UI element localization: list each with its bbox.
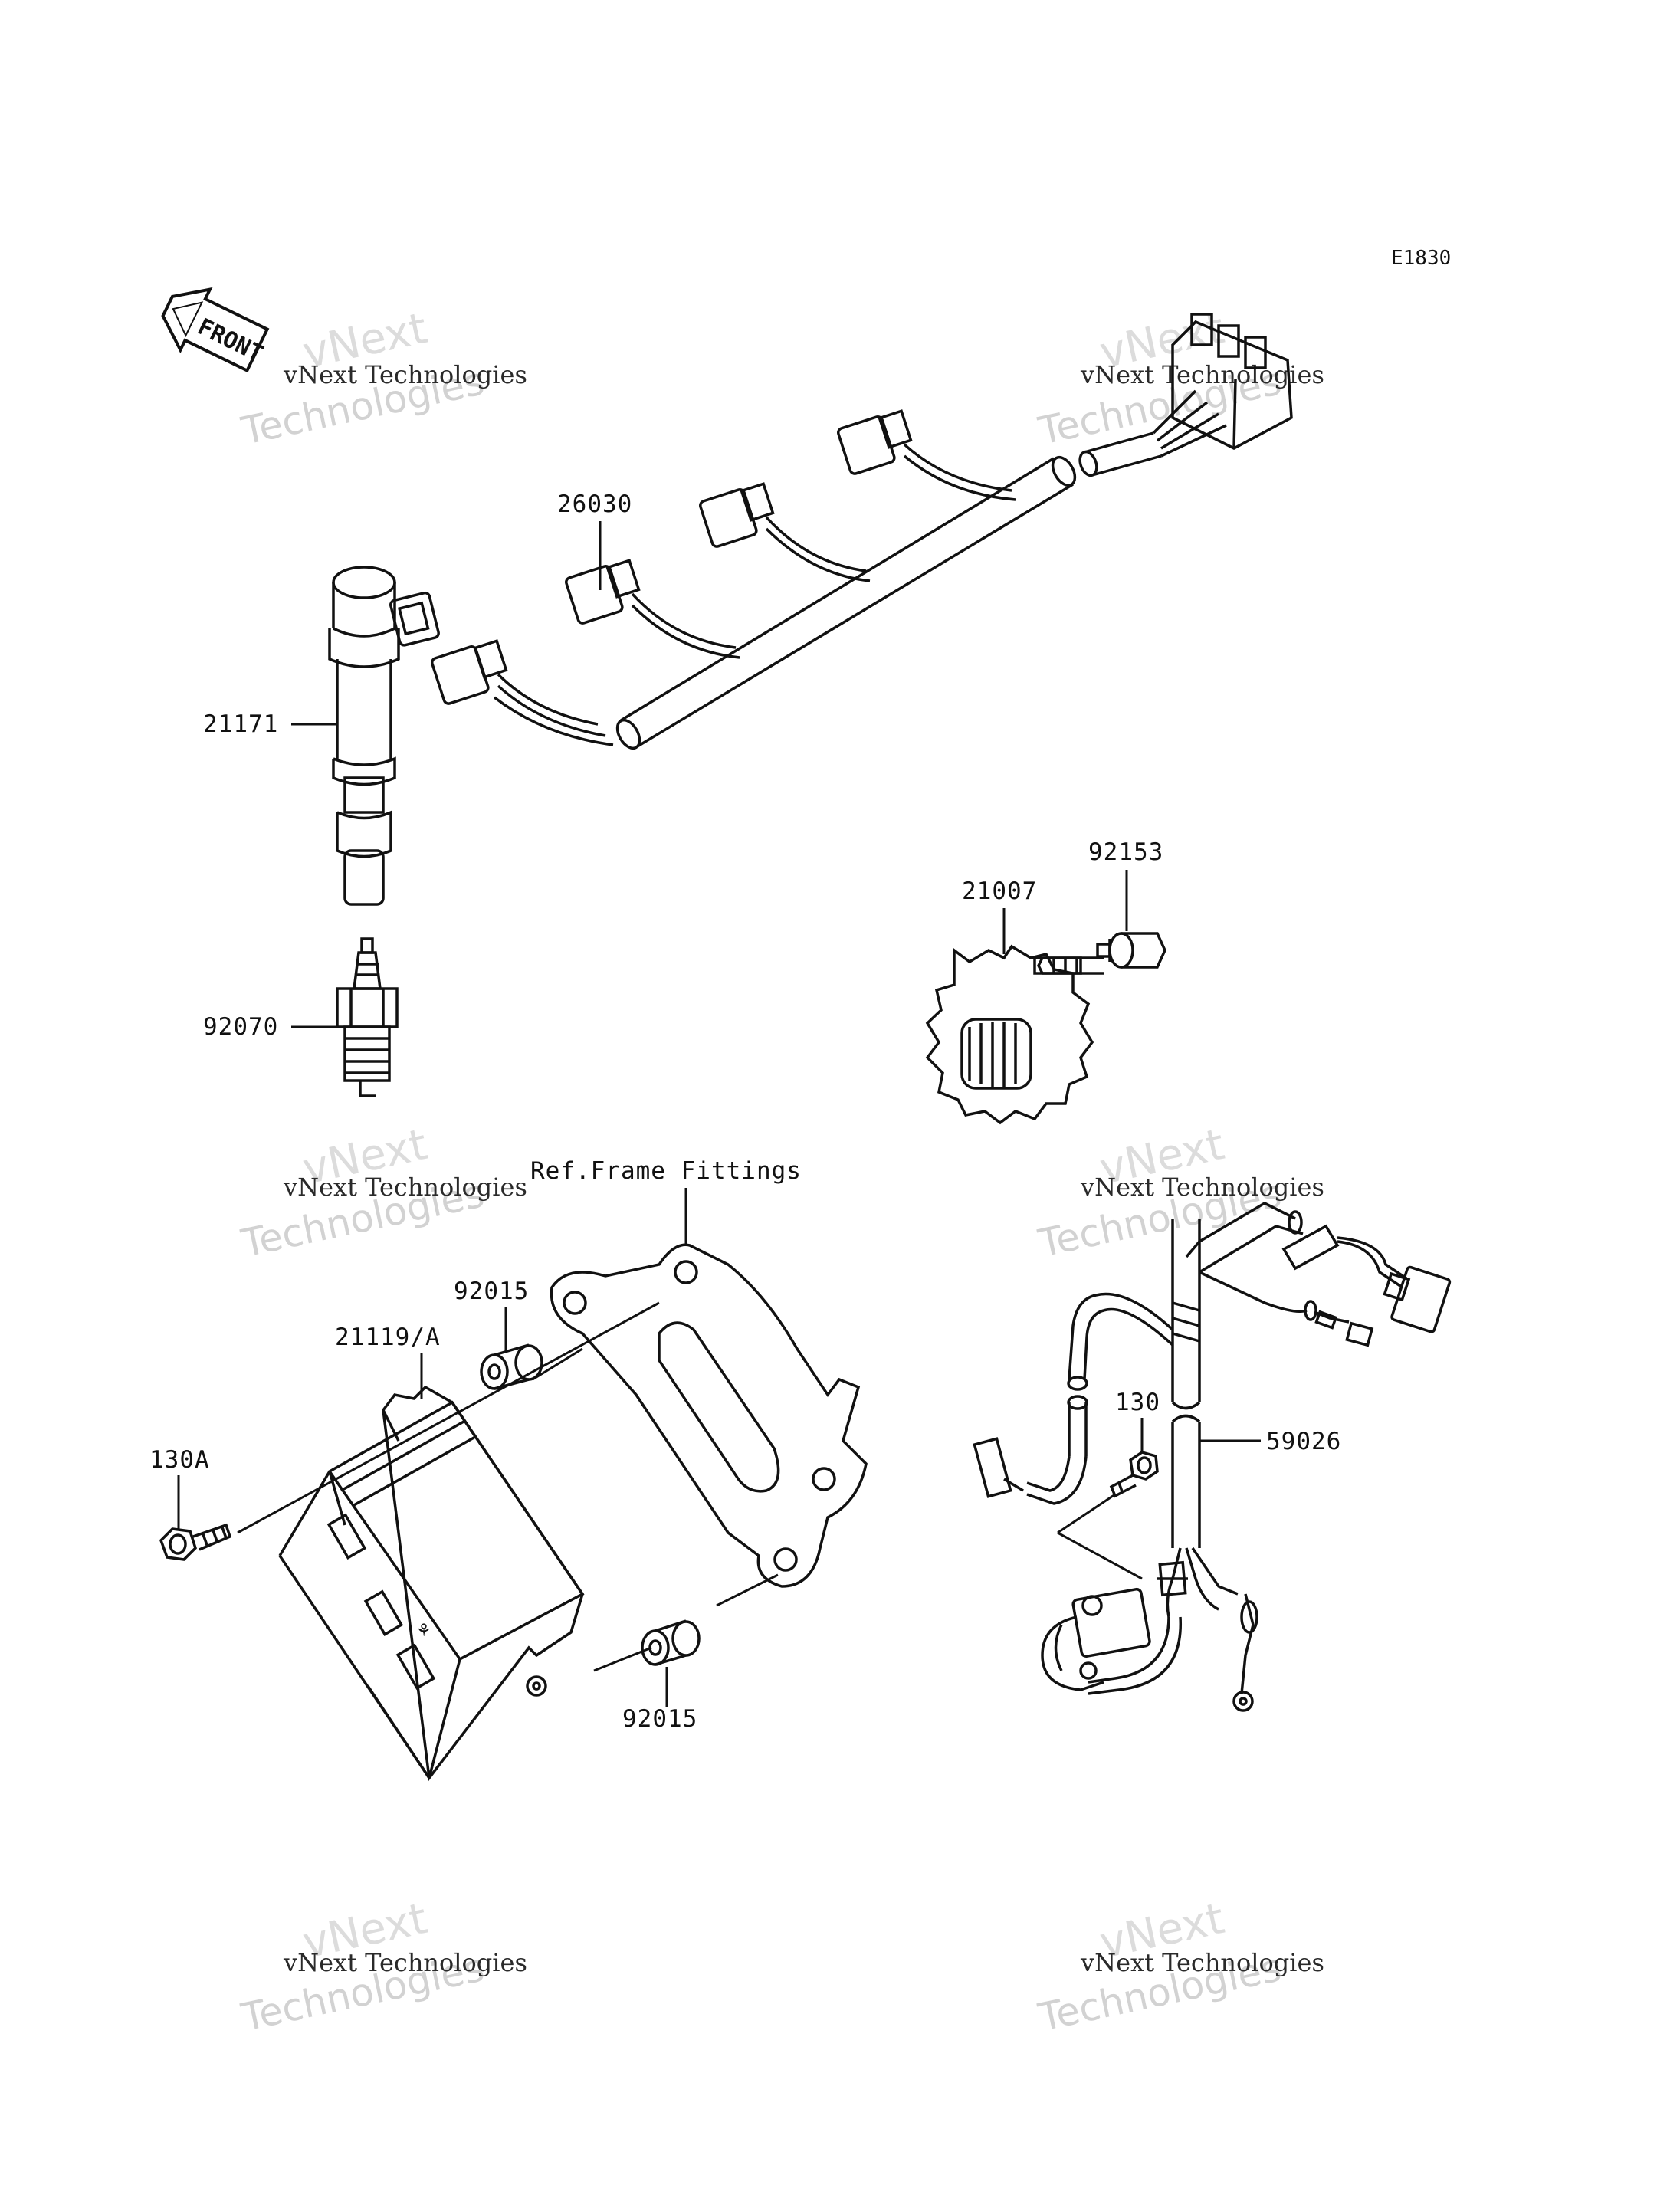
frame-bracket bbox=[550, 1243, 868, 1588]
bolt-130 bbox=[1109, 1451, 1159, 1498]
watermark-mid: vNext Technologies bbox=[283, 1948, 527, 1977]
watermark-top-left: vNext Technologies vNext Technologies bbox=[237, 303, 527, 454]
label-21007: 21007 bbox=[962, 877, 1037, 905]
harness-connector-1 bbox=[431, 639, 614, 746]
spark-plug bbox=[336, 937, 399, 1097]
diagram-code: E1830 bbox=[1391, 247, 1451, 270]
label-130a: 130A bbox=[149, 1446, 210, 1474]
label-59026: 59026 bbox=[1266, 1428, 1341, 1455]
part-labels: 26030 21171 92070 21007 92153 92015 2111… bbox=[149, 490, 1341, 1733]
watermark-mid: vNext Technologies bbox=[1080, 1173, 1324, 1202]
front-arrow-icon: FRONT bbox=[161, 287, 270, 373]
label-21119a: 21119/A bbox=[335, 1324, 441, 1351]
label-ref-frame-fittings: Ref.Frame Fittings bbox=[530, 1157, 802, 1185]
watermark-mid: vNext Technologies bbox=[283, 1173, 527, 1202]
watermark-top-right: vNext Technologies vNext Technologies bbox=[1034, 303, 1324, 454]
harness-connector-2 bbox=[565, 559, 740, 659]
wiring-harness bbox=[431, 313, 1293, 750]
ecu-unit: ⚘ bbox=[278, 1385, 585, 1782]
label-26030: 26030 bbox=[557, 490, 632, 518]
label-130: 130 bbox=[1115, 1389, 1160, 1416]
harness-connector-3 bbox=[699, 482, 871, 582]
watermark-mid: vNext Technologies bbox=[283, 360, 527, 389]
sensor-harness bbox=[973, 1202, 1452, 1712]
label-92015-upper: 92015 bbox=[454, 1278, 529, 1305]
label-92015-lower: 92015 bbox=[622, 1705, 697, 1733]
watermark-bottom-left: vNext Technologies vNext Technologies bbox=[237, 1894, 527, 2040]
leader-lines bbox=[177, 521, 1261, 1707]
label-92153: 92153 bbox=[1088, 838, 1163, 866]
spacer-lower bbox=[641, 1619, 701, 1666]
bolt-130a bbox=[159, 1523, 232, 1561]
label-92070: 92070 bbox=[203, 1013, 278, 1041]
watermark-bottom-right: vNext Technologies vNext Technologies bbox=[1034, 1894, 1324, 2040]
watermark-mid-left: vNext Technologies vNext Technologies bbox=[237, 1120, 527, 1266]
label-21171: 21171 bbox=[203, 710, 278, 738]
ignition-coil bbox=[328, 566, 440, 906]
ecu-symbol-icon: ⚘ bbox=[418, 1619, 430, 1642]
bolt-92153 bbox=[1033, 932, 1166, 975]
harness-connector-4 bbox=[837, 409, 1016, 501]
watermark-mid-right: vNext Technologies vNext Technologies bbox=[1034, 1120, 1324, 1266]
watermark-mid: vNext Technologies bbox=[1080, 1948, 1324, 1977]
watermark-mid: vNext Technologies bbox=[1080, 360, 1324, 389]
